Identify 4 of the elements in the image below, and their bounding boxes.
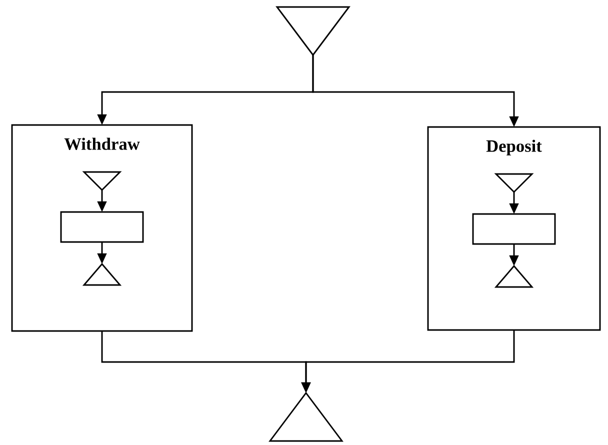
process-box — [472, 213, 556, 245]
process-box: Withdraw — [11, 124, 193, 332]
process-box — [60, 211, 144, 243]
process-box: Deposit — [427, 126, 601, 331]
